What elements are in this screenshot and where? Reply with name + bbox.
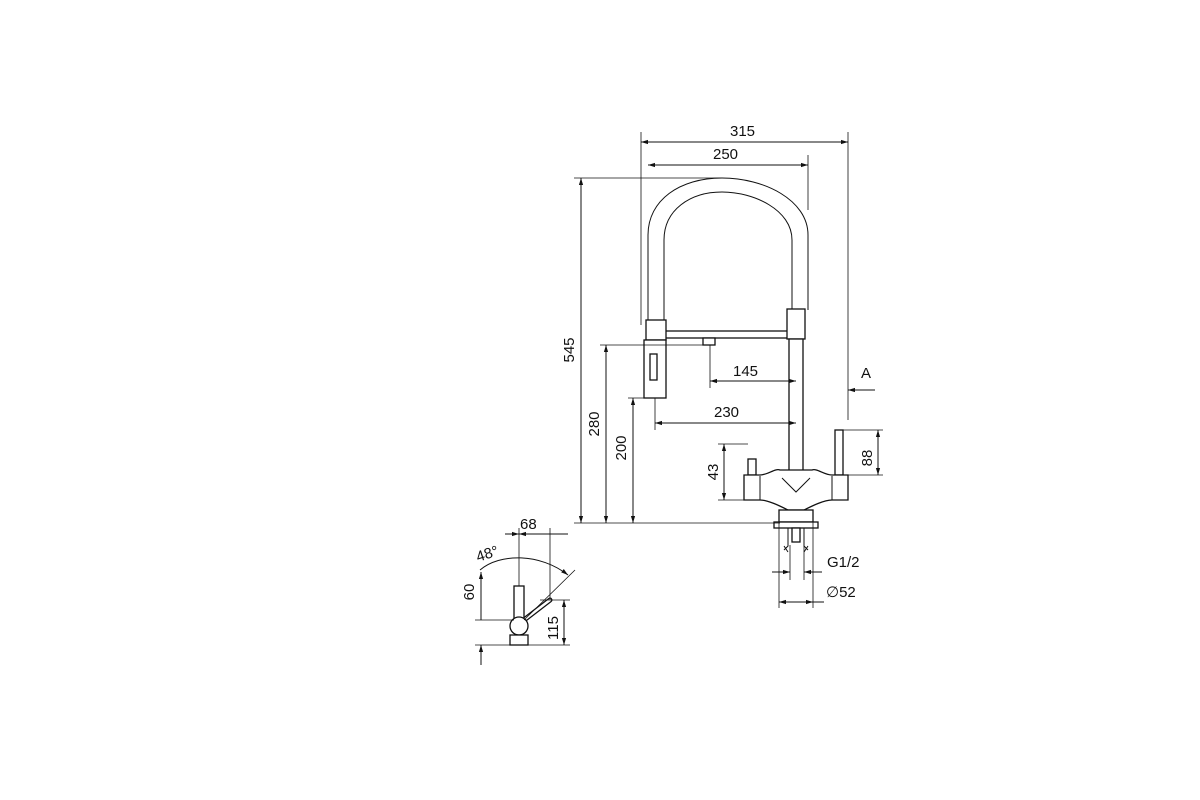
dim-label-g12: G1/2 xyxy=(827,554,860,571)
dim-label-315: 315 xyxy=(730,123,755,140)
dim-label-60: 60 xyxy=(461,584,478,601)
bracket-clip xyxy=(702,337,716,346)
mounting-base xyxy=(778,509,814,523)
dim-label-48: 48° xyxy=(474,543,501,566)
dim-label-230: 230 xyxy=(714,404,739,421)
dim-label-545: 545 xyxy=(561,337,578,362)
dim-label-68: 68 xyxy=(520,516,537,533)
side-dimensions: 68 48° 60 115 xyxy=(461,516,576,665)
dim-label-88: 88 xyxy=(859,450,876,467)
flexible-spout-inner xyxy=(663,191,793,322)
spray-head-button xyxy=(649,353,658,381)
view-label-a: A xyxy=(861,365,871,382)
mounting-washer xyxy=(773,521,819,529)
dim-label-d52: ∅52 xyxy=(826,584,856,601)
supply-hose-right xyxy=(803,528,809,553)
dim-arc-48 xyxy=(479,557,569,576)
side-column xyxy=(513,585,525,621)
dim-label-280: 280 xyxy=(586,411,603,436)
lever-left xyxy=(747,458,757,476)
column-collar xyxy=(786,308,806,340)
dim-label-145: 145 xyxy=(733,363,758,380)
body-center-cross xyxy=(781,477,811,493)
dim-label-115: 115 xyxy=(545,616,562,640)
column xyxy=(788,338,804,474)
spray-head-collar xyxy=(645,319,667,341)
mounting-stud xyxy=(791,527,801,543)
side-view xyxy=(509,585,553,646)
lever-right-filter xyxy=(834,429,844,476)
dim-label-200: 200 xyxy=(613,435,630,460)
dim-label-250: 250 xyxy=(713,146,738,163)
mixer-body xyxy=(743,468,849,511)
bracket-arm xyxy=(663,330,793,339)
flexible-spout-outer xyxy=(647,177,809,322)
front-dimensions: 315 250 545 280 200 145 230 A 43 xyxy=(561,123,883,608)
dim-label-43: 43 xyxy=(705,464,722,481)
supply-hose-left xyxy=(783,528,789,553)
front-view xyxy=(643,177,849,553)
side-base xyxy=(509,634,529,646)
